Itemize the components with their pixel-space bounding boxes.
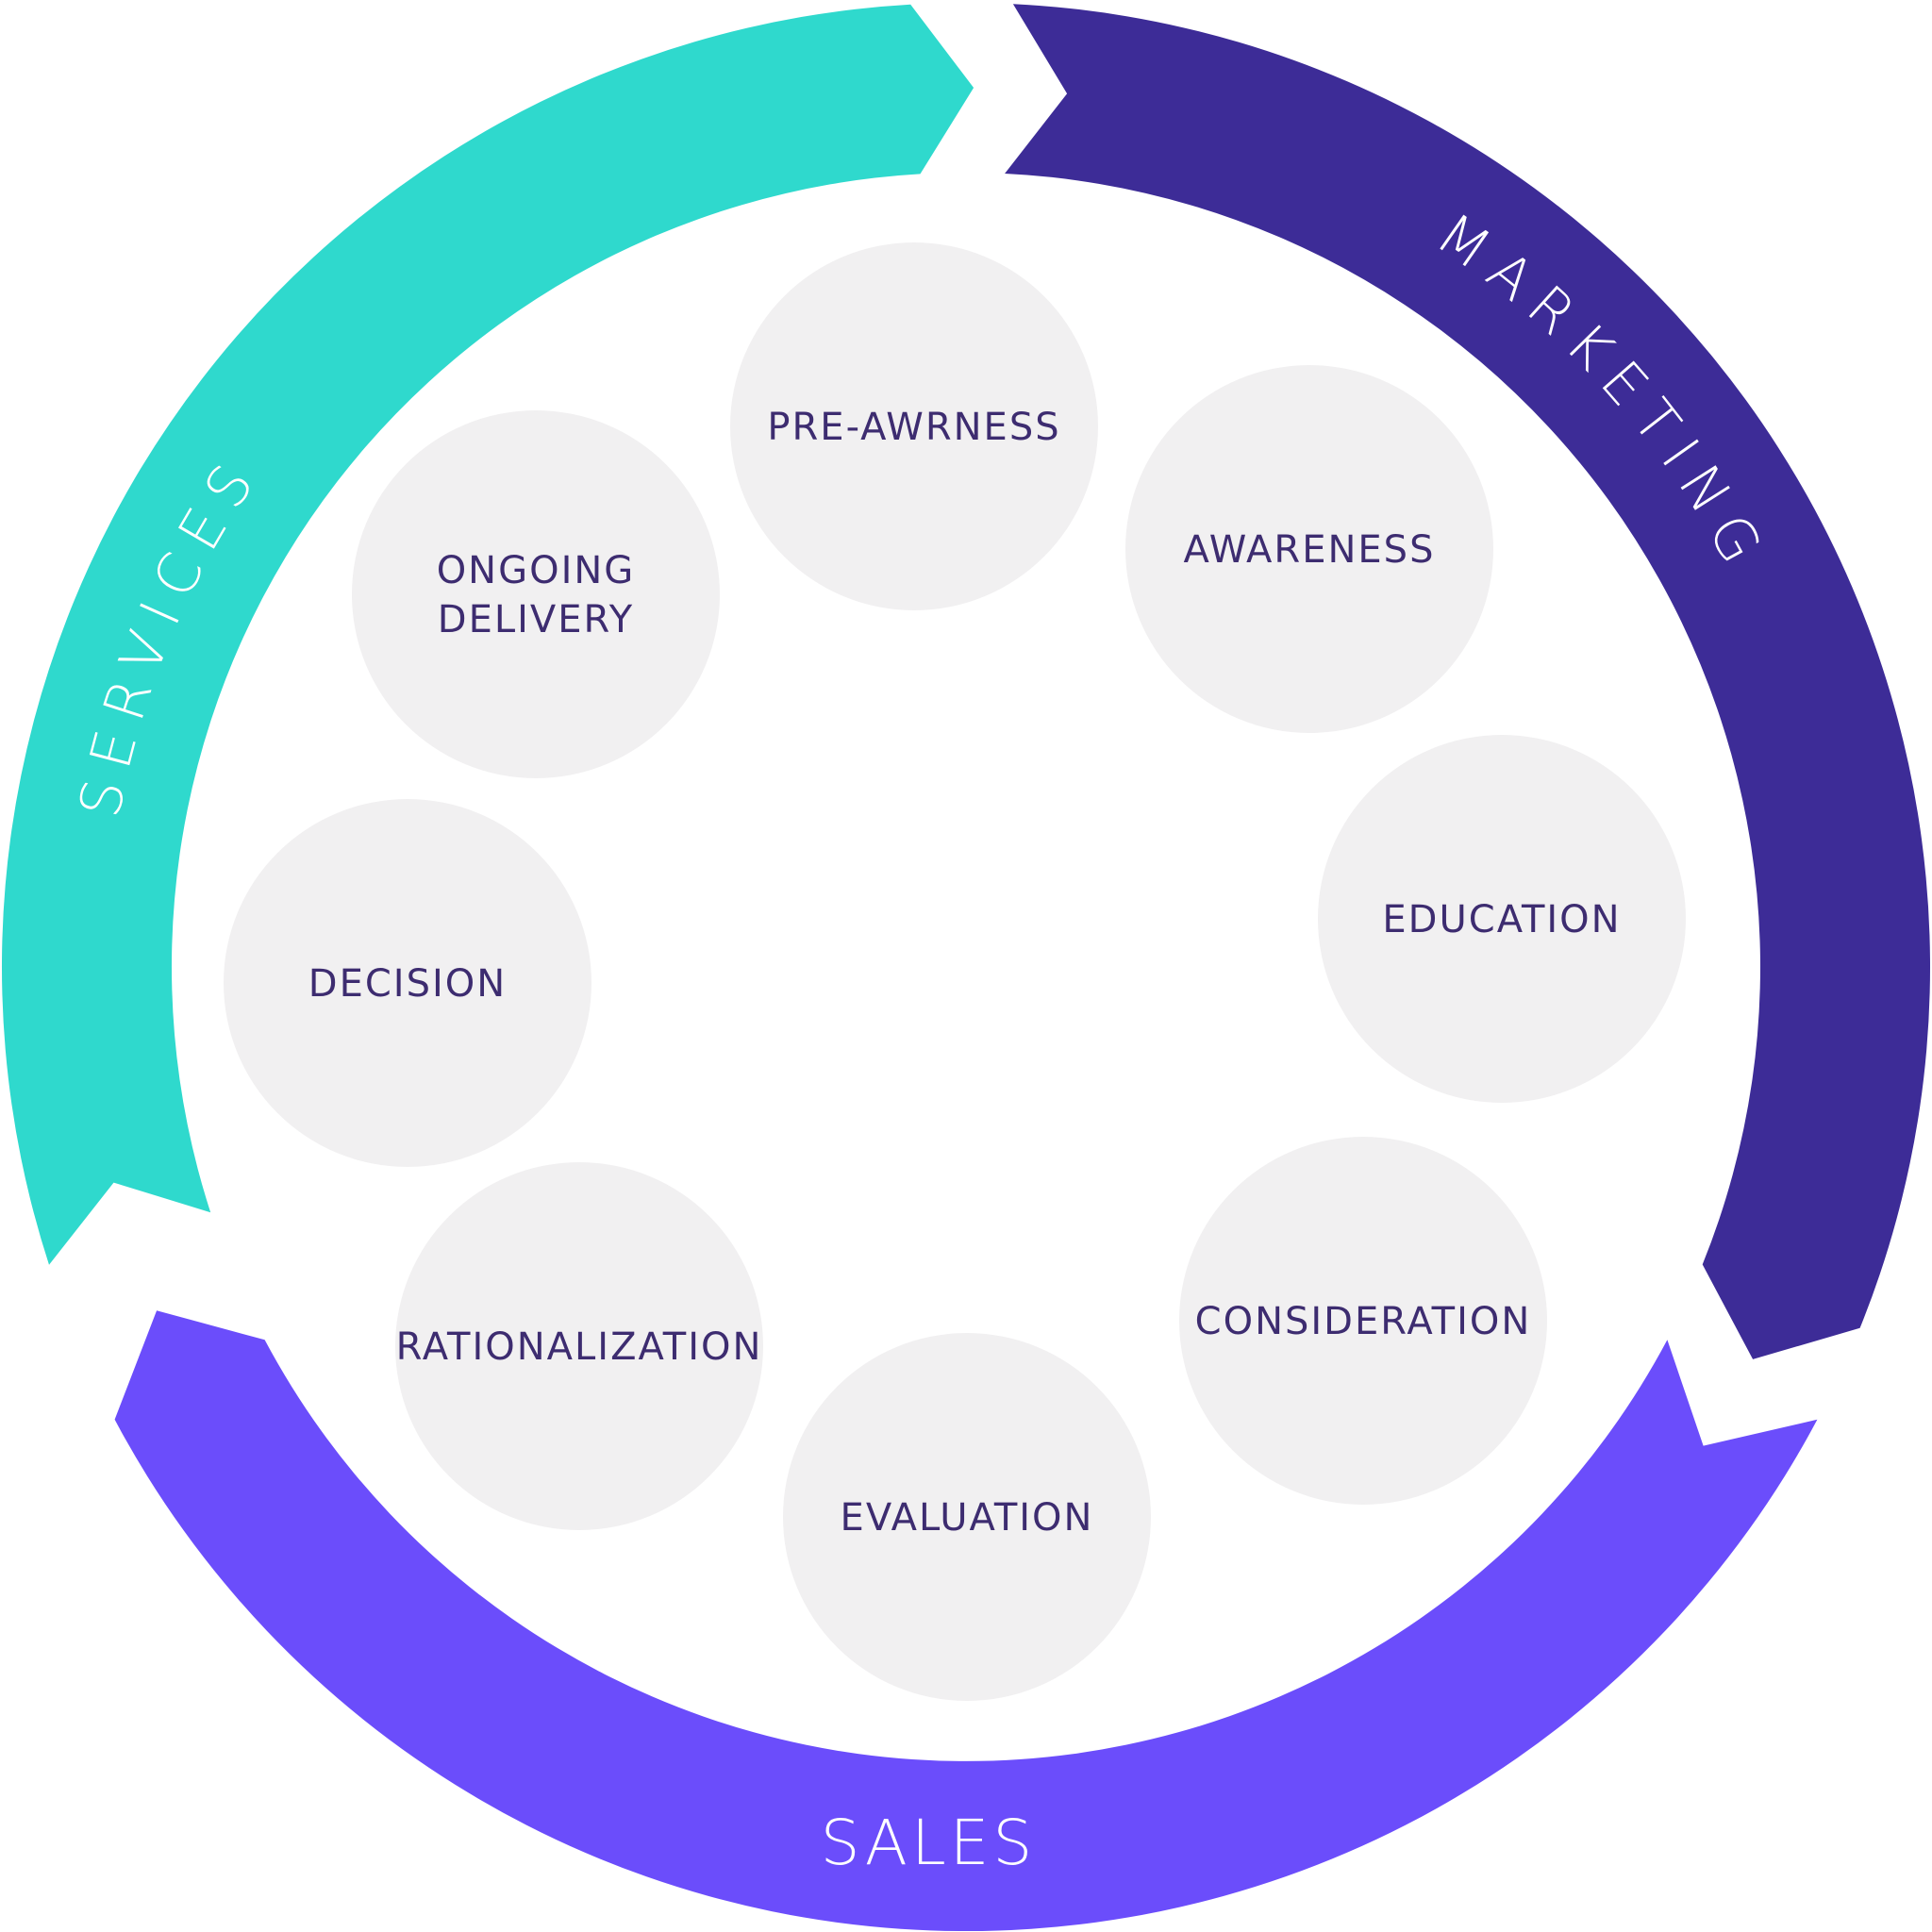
stage-label: CONSIDERATION: [1195, 1300, 1532, 1343]
stage-circle: [1125, 365, 1493, 733]
stage-awareness: AWARENESS: [1125, 365, 1493, 733]
stage-consideration: CONSIDERATION: [1179, 1137, 1547, 1505]
stage-evaluation: EVALUATION: [783, 1333, 1151, 1701]
stage-ongoing-delivery: ONGOING DELIVERY: [352, 410, 720, 778]
stage-pre-awareness: PRE-AWRNESS: [730, 242, 1098, 610]
stage-label: ONGOING: [437, 549, 636, 592]
stage-circle: [783, 1333, 1151, 1701]
stage-circle: [395, 1162, 763, 1530]
stage-circle: [730, 242, 1098, 610]
arcs-layer: [1, 4, 1931, 1932]
services-arc: [1, 4, 974, 1265]
stage-label: AWARENESS: [1184, 528, 1436, 572]
stage-circle: [1318, 735, 1686, 1103]
stage-rationalization: RATIONALIZATION: [395, 1162, 763, 1530]
stage-decision: DECISION: [224, 799, 591, 1167]
marketing-arc: [1005, 4, 1931, 1359]
stage-circle: [224, 799, 591, 1167]
stage-label: DECISION: [308, 962, 507, 1006]
sales-arc: [114, 1310, 1818, 1932]
sales-label: SALES: [821, 1807, 1037, 1879]
stage-label: EDUCATION: [1382, 898, 1621, 941]
stages-layer: PRE-AWRNESS AWARENESS EDUCATION CONSIDERATI…: [224, 242, 1686, 1701]
stage-label: RATIONALIZATION: [396, 1325, 763, 1369]
stage-circle: [352, 410, 720, 778]
stage-label: DELIVERY: [438, 598, 634, 641]
stage-label: EVALUATION: [841, 1496, 1094, 1540]
stage-label: PRE-AWRNESS: [767, 406, 1060, 449]
stage-education: EDUCATION: [1318, 735, 1686, 1103]
stage-circle: [1179, 1137, 1547, 1505]
